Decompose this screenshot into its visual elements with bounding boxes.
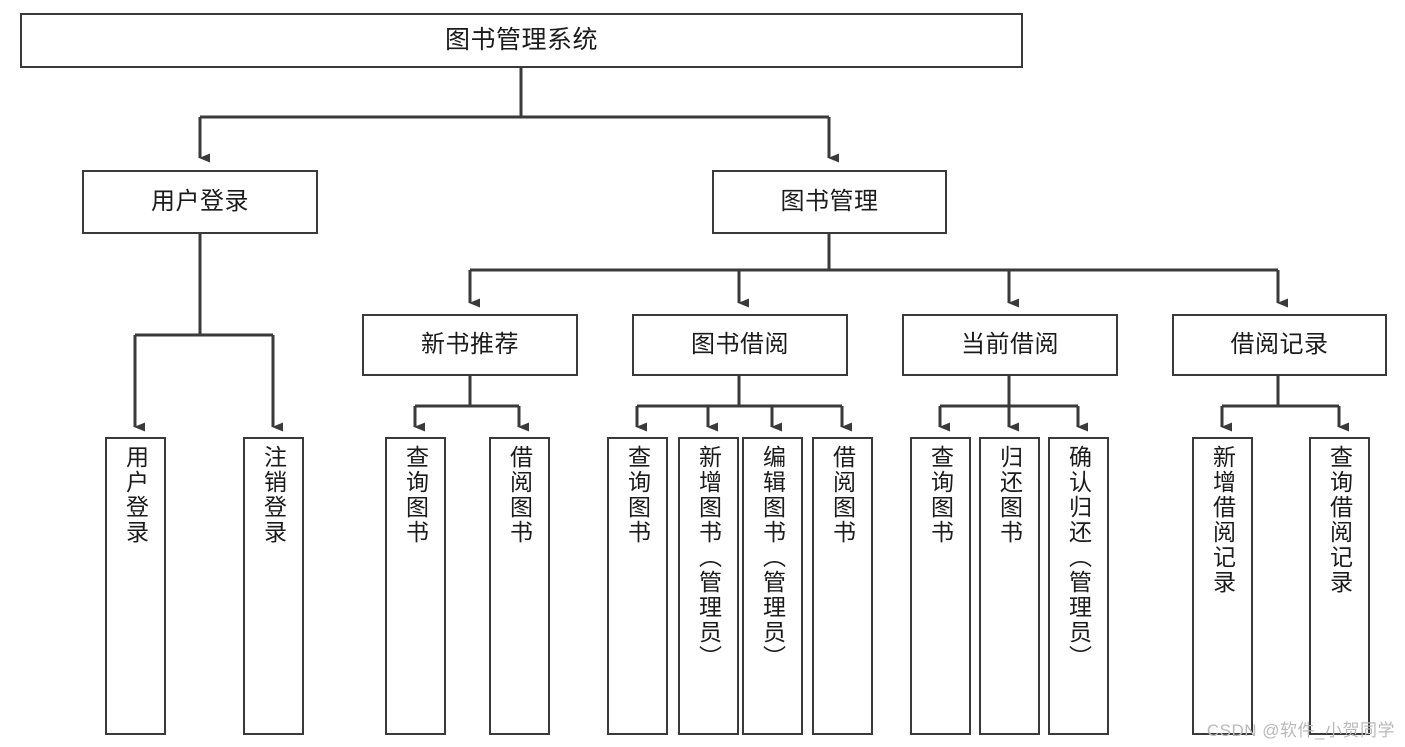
node-leaf-borrow-book-1[interactable]: 借阅图书 [489,437,550,735]
node-leaf-add-book-label: 新增图书（管理员） [695,445,722,670]
node-leaf-borrow-book-2[interactable]: 借阅图书 [812,437,873,735]
node-book-manage-label: 图书管理 [780,188,879,216]
node-current-borrow[interactable]: 当前借阅 [902,314,1118,376]
node-leaf-borrow-book-1-label: 借阅图书 [506,445,533,545]
node-leaf-user-login[interactable]: 用户登录 [105,437,166,735]
node-leaf-query-record[interactable]: 查询借阅记录 [1309,437,1370,735]
node-new-book-rec-label: 新书推荐 [421,331,519,359]
node-leaf-user-logout[interactable]: 注销登录 [243,437,304,735]
node-book-borrow[interactable]: 图书借阅 [632,314,848,376]
node-user-login[interactable]: 用户登录 [82,170,318,234]
node-leaf-confirm-return-label: 确认归还（管理员） [1065,445,1092,670]
node-leaf-return-book-label: 归还图书 [996,445,1023,545]
node-book-manage[interactable]: 图书管理 [712,170,947,234]
csdn-watermark: CSDN @软件_小贺同学 [1206,721,1395,740]
node-leaf-return-book[interactable]: 归还图书 [979,437,1040,735]
node-borrow-record-label: 借阅记录 [1230,331,1329,359]
node-leaf-borrow-book-2-label: 借阅图书 [829,445,856,545]
node-leaf-add-record-label: 新增借阅记录 [1209,445,1236,595]
node-leaf-query-book-2-label: 查询图书 [624,445,651,545]
node-leaf-query-record-label: 查询借阅记录 [1326,445,1353,595]
node-leaf-query-book-2[interactable]: 查询图书 [607,437,668,735]
node-leaf-query-book-3[interactable]: 查询图书 [910,437,971,735]
node-new-book-rec[interactable]: 新书推荐 [362,314,578,376]
node-leaf-edit-book-label: 编辑图书（管理员） [759,445,786,670]
node-leaf-add-record[interactable]: 新增借阅记录 [1192,437,1253,735]
node-leaf-user-login-label: 用户登录 [122,445,149,545]
node-leaf-edit-book[interactable]: 编辑图书（管理员） [742,437,803,735]
node-book-borrow-label: 图书借阅 [691,331,789,359]
node-root[interactable]: 图书管理系统 [20,13,1023,68]
node-leaf-query-book-1[interactable]: 查询图书 [385,437,446,735]
node-leaf-add-book[interactable]: 新增图书（管理员） [678,437,739,735]
node-leaf-query-book-1-label: 查询图书 [402,445,429,545]
node-leaf-confirm-return[interactable]: 确认归还（管理员） [1048,437,1109,735]
node-user-login-label: 用户登录 [151,188,249,216]
node-root-label: 图书管理系统 [444,26,598,54]
node-leaf-user-logout-label: 注销登录 [260,445,287,545]
node-borrow-record[interactable]: 借阅记录 [1172,314,1387,376]
node-leaf-query-book-3-label: 查询图书 [927,445,954,545]
node-current-borrow-label: 当前借阅 [961,331,1059,359]
